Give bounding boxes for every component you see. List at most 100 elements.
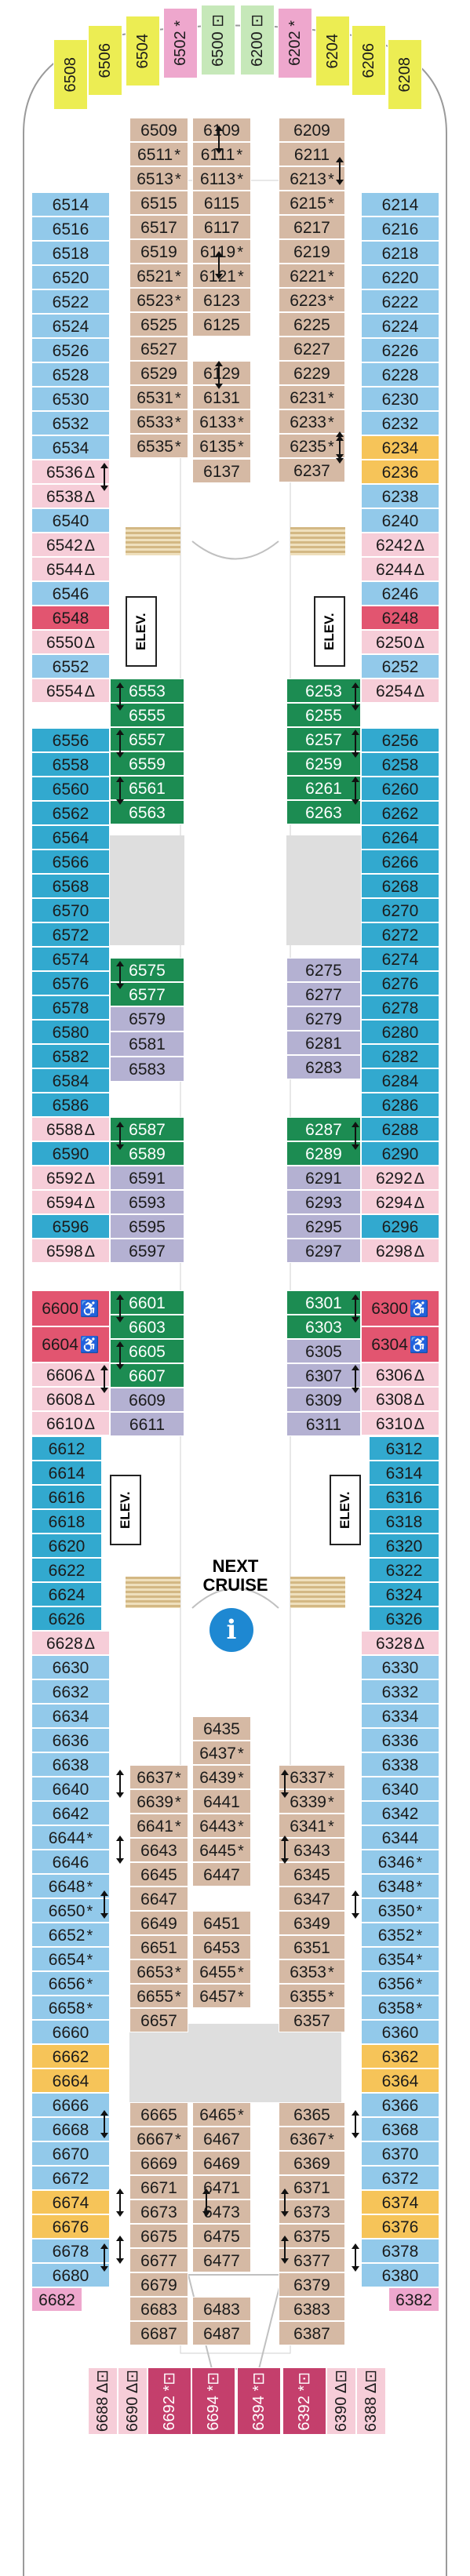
cabin-6373[interactable]: 6373 xyxy=(279,2199,345,2224)
cabin-6364[interactable]: 6364 xyxy=(361,2068,439,2093)
cabin-6570[interactable]: 6570 xyxy=(31,898,110,922)
cabin-6332[interactable]: 6332 xyxy=(361,1679,439,1704)
cabin-6229[interactable]: 6229 xyxy=(279,361,345,385)
cabin-6209[interactable]: 6209 xyxy=(279,118,345,142)
cabin-6664[interactable]: 6664 xyxy=(31,2068,110,2093)
cabin-6320[interactable]: 6320 xyxy=(369,1534,439,1558)
cabin-6348[interactable]: 6348* xyxy=(361,1874,439,1898)
cabin-6256[interactable]: 6256 xyxy=(361,728,439,752)
cabin-6667[interactable]: 6667* xyxy=(129,2127,188,2151)
cabin-6574[interactable]: 6574 xyxy=(31,947,110,971)
cabin-6671[interactable]: 6671 xyxy=(129,2175,188,2199)
cabin-6682[interactable]: 6682 xyxy=(31,2287,82,2312)
cabin-6666[interactable]: 6666 xyxy=(31,2093,110,2117)
cabin-6340[interactable]: 6340 xyxy=(361,1777,439,1801)
cabin-6228[interactable]: 6228 xyxy=(361,362,439,387)
cabin-6293[interactable]: 6293 xyxy=(286,1190,361,1214)
cabin-6311[interactable]: 6311 xyxy=(286,1412,361,1436)
cabin-6467[interactable]: 6467 xyxy=(192,2127,251,2151)
cabin-6502[interactable]: 6502 * xyxy=(163,8,198,78)
cabin-6548[interactable]: 6548 xyxy=(31,606,110,630)
cabin-6591[interactable]: 6591 xyxy=(110,1166,184,1190)
cabin-6529[interactable]: 6529 xyxy=(129,361,188,385)
cabin-6222[interactable]: 6222 xyxy=(361,289,439,314)
cabin-6679[interactable]: 6679 xyxy=(129,2272,188,2297)
cabin-6338[interactable]: 6338 xyxy=(361,1752,439,1777)
cabin-6346[interactable]: 6346* xyxy=(361,1850,439,1874)
cabin-6656[interactable]: 6656* xyxy=(31,1971,110,1996)
cabin-6240[interactable]: 6240 xyxy=(361,508,439,533)
cabin-6233[interactable]: 6233* xyxy=(279,409,345,434)
cabin-6612[interactable]: 6612 xyxy=(31,1436,102,1461)
cabin-6680[interactable]: 6680 xyxy=(31,2263,110,2287)
cabin-6349[interactable]: 6349 xyxy=(279,1911,345,1935)
cabin-6649[interactable]: 6649 xyxy=(129,1911,188,1935)
cabin-6652[interactable]: 6652* xyxy=(31,1923,110,1947)
cabin-6516[interactable]: 6516 xyxy=(31,216,110,241)
cabin-6519[interactable]: 6519 xyxy=(129,239,188,264)
cabin-6220[interactable]: 6220 xyxy=(361,265,439,289)
cabin-6562[interactable]: 6562 xyxy=(31,801,110,825)
cabin-6248[interactable]: 6248 xyxy=(361,606,439,630)
cabin-6305[interactable]: 6305 xyxy=(286,1339,361,1363)
cabin-6131[interactable]: 6131 xyxy=(192,385,251,409)
cabin-6371[interactable]: 6371 xyxy=(279,2175,345,2199)
cabin-6473[interactable]: 6473 xyxy=(192,2199,251,2224)
cabin-6634[interactable]: 6634 xyxy=(31,1704,110,1728)
cabin-6534[interactable]: 6534 xyxy=(31,435,110,460)
cabin-6643[interactable]: 6643 xyxy=(129,1838,188,1862)
cabin-6508[interactable]: 6508 xyxy=(53,39,88,110)
cabin-6135[interactable]: 6135* xyxy=(192,434,251,458)
cabin-6284[interactable]: 6284 xyxy=(361,1068,439,1093)
cabin-6367[interactable]: 6367* xyxy=(279,2127,345,2151)
cabin-6253[interactable]: 6253 xyxy=(286,679,361,703)
cabin-6115[interactable]: 6115 xyxy=(192,191,251,215)
cabin-6278[interactable]: 6278 xyxy=(361,995,439,1020)
cabin-6453[interactable]: 6453 xyxy=(192,1935,251,1959)
cabin-6511[interactable]: 6511* xyxy=(129,142,188,166)
cabin-6576[interactable]: 6576 xyxy=(31,971,110,995)
cabin-6259[interactable]: 6259 xyxy=(286,751,361,776)
cabin-6322[interactable]: 6322 xyxy=(369,1558,439,1582)
cabin-6477[interactable]: 6477 xyxy=(192,2248,251,2272)
cabin-6272[interactable]: 6272 xyxy=(361,922,439,947)
cabin-6117[interactable]: 6117 xyxy=(192,215,251,239)
cabin-6123[interactable]: 6123 xyxy=(192,288,251,312)
cabin-6640[interactable]: 6640 xyxy=(31,1777,110,1801)
cabin-6380[interactable]: 6380 xyxy=(361,2263,439,2287)
cabin-6345[interactable]: 6345 xyxy=(279,1862,345,1887)
cabin-6672[interactable]: 6672 xyxy=(31,2166,110,2190)
cabin-6353[interactable]: 6353* xyxy=(279,1959,345,1984)
cabin-6676[interactable]: 6676 xyxy=(31,2214,110,2239)
cabin-6129[interactable]: 6129 xyxy=(192,361,251,385)
cabin-6668[interactable]: 6668 xyxy=(31,2117,110,2141)
cabin-6553[interactable]: 6553 xyxy=(110,679,184,703)
cabin-6326[interactable]: 6326 xyxy=(369,1606,439,1631)
cabin-6471[interactable]: 6471 xyxy=(192,2175,251,2199)
cabin-6521[interactable]: 6521* xyxy=(129,264,188,288)
cabin-6645[interactable]: 6645 xyxy=(129,1862,188,1887)
cabin-6365[interactable]: 6365 xyxy=(279,2102,345,2127)
cabin-6263[interactable]: 6263 xyxy=(286,800,361,824)
cabin-6583[interactable]: 6583 xyxy=(110,1057,184,1082)
cabin-6455[interactable]: 6455* xyxy=(192,1959,251,1984)
cabin-6620[interactable]: 6620 xyxy=(31,1534,102,1558)
cabin-6376[interactable]: 6376 xyxy=(361,2214,439,2239)
cabin-6644[interactable]: 6644* xyxy=(31,1825,110,1850)
cabin-6238[interactable]: 6238 xyxy=(361,484,439,508)
cabin-6683[interactable]: 6683 xyxy=(129,2297,188,2321)
cabin-6226[interactable]: 6226 xyxy=(361,338,439,362)
cabin-6579[interactable]: 6579 xyxy=(110,1006,184,1031)
cabin-6307[interactable]: 6307 xyxy=(286,1363,361,1388)
cabin-6260[interactable]: 6260 xyxy=(361,777,439,801)
cabin-6274[interactable]: 6274 xyxy=(361,947,439,971)
cabin-6206[interactable]: 6206 xyxy=(352,25,386,96)
